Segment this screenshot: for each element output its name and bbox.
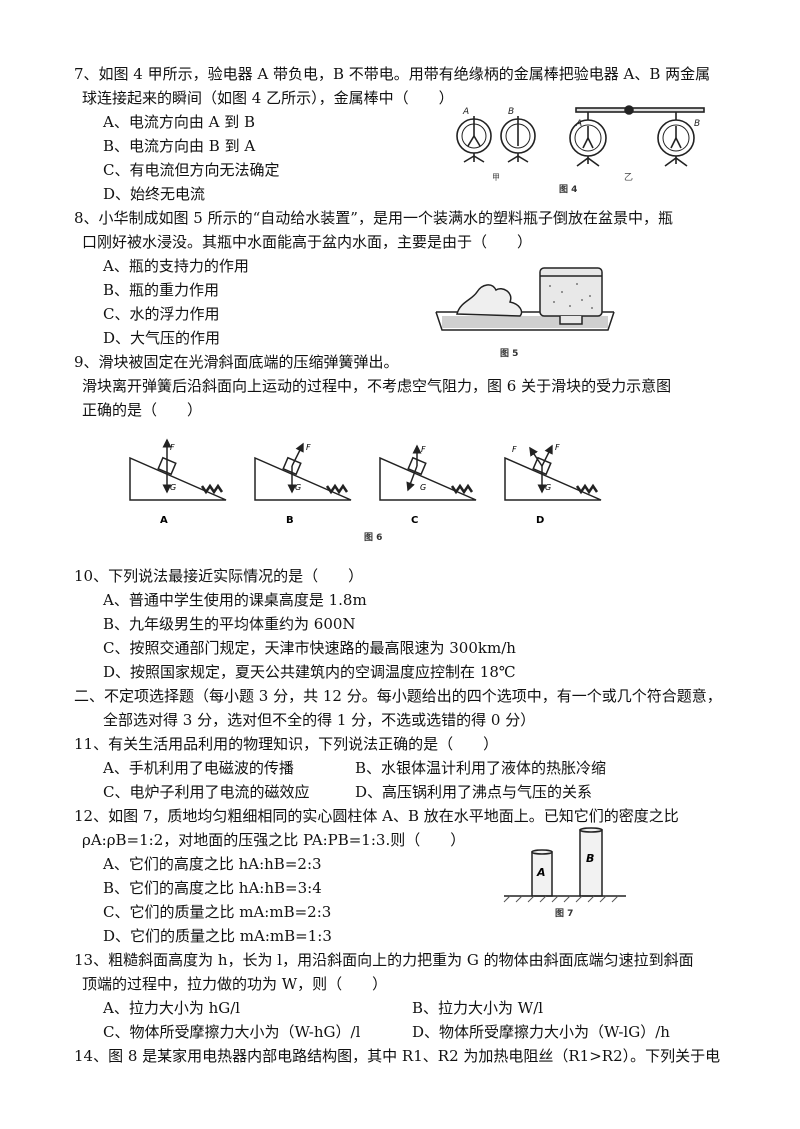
fig6-caption: 图 6 — [364, 532, 382, 543]
q7-option-d: D、始终无电流 — [103, 185, 206, 203]
q10-option-c: C、按照交通部门规定，天津市快速路的最高限速为 300km/h — [103, 639, 516, 657]
q11-stem: 11、有关生活用品利用的物理知识，下列说法正确的是（ ） — [74, 735, 499, 753]
q12-option-d: D、它们的质量之比 mA:mB=1:3 — [103, 927, 332, 945]
q11-option-c: C、电炉子利用了电流的磁效应 — [103, 783, 310, 801]
section2-heading-line1: 二、不定项选择题（每小题 3 分，共 12 分。每小题给出的四个选项中，有一个或… — [74, 687, 722, 705]
q12-stem-line2: ρA:ρB=1:2，对地面的压强之比 PA:PB=1:3.则（ ） — [82, 831, 466, 849]
fig6-label-d: D — [536, 515, 544, 526]
q8-option-b: B、瓶的重力作用 — [103, 281, 220, 299]
section2-heading-line2: 全部选对得 3 分，选对但不全的得 1 分，不选或选错的得 0 分） — [103, 711, 536, 729]
q8-option-d: D、大气压的作用 — [103, 329, 221, 347]
q13-stem-line1: 13、粗糙斜面高度为 h，长为 l，用沿斜面向上的力把重为 G 的物体由斜面底端… — [74, 951, 694, 969]
figure-7-cylinders: A B 图 7 — [503, 827, 626, 919]
fig4-label-jia: 甲 — [492, 173, 500, 182]
q10-option-b: B、九年级男生的平均体重约为 600N — [103, 615, 356, 633]
q13-option-a: A、拉力大小为 hG/l — [103, 999, 241, 1017]
q11-option-b: B、水银体温计利用了液体的热胀冷缩 — [355, 759, 607, 777]
q8-option-a: A、瓶的支持力的作用 — [103, 257, 249, 275]
q7-option-c: C、有电流但方向无法确定 — [103, 161, 280, 179]
fig4-label-b-yi: B — [694, 119, 700, 129]
q10-option-d: D、按照国家规定，夏天公共建筑内的空调温度应控制在 18℃ — [103, 663, 516, 681]
q13-stem-line2: 顶端的过程中，拉力做的功为 W，则（ ） — [82, 975, 388, 993]
fig6-a-g: G — [170, 483, 176, 492]
fig4-caption: 图 4 — [559, 184, 577, 195]
q10-stem: 10、下列说法最接近实际情况的是（ ） — [74, 567, 364, 585]
q7-stem-line1: 7、如图 4 甲所示，验电器 A 带负电，B 不带电。用带有绝缘柄的金属棒把验电… — [74, 65, 711, 83]
fig4-label-yi: 乙 — [624, 172, 633, 183]
fig4-label-a-yi: A — [575, 119, 582, 129]
q7-option-b: B、电流方向由 B 到 A — [103, 137, 256, 155]
fig6-c-f: F — [421, 445, 426, 454]
q13-option-c: C、物体所受摩擦力大小为（W-hG）/l — [103, 1023, 361, 1041]
q7-option-a: A、电流方向由 A 到 B — [103, 113, 255, 131]
fig4-label-b-jia: B — [508, 107, 514, 117]
fig6-d-g: G — [545, 483, 551, 492]
q8-stem-line1: 8、小华制成如图 5 所示的“自动给水装置”，是用一个装满水的塑料瓶子倒放在盆景… — [74, 209, 673, 227]
fig6-b-g: G — [295, 483, 301, 492]
q14-stem-line1: 14、图 8 是某家用电热器内部电路结构图，其中 R1、R2 为加热电阻丝（R1… — [74, 1047, 721, 1065]
fig6-label-a: A — [160, 515, 168, 526]
fig6-d-f1: F — [512, 445, 517, 454]
fig7-label-a: A — [536, 866, 546, 879]
fig4-label-a-jia: A — [462, 107, 469, 117]
q9-stem-line3: 正确的是（ ） — [82, 401, 203, 419]
q12-stem-line1: 12、如图 7，质地均匀粗细相同的实心圆柱体 A、B 放在水平地面上。已知它们的… — [74, 807, 679, 825]
q8-stem-line2: 口刚好被水浸没。其瓶中水面能高于盆内水面，主要是由于（ ） — [82, 233, 533, 251]
q9-stem-line1: 9、滑块被固定在光滑斜面底端的压缩弹簧弹出。 — [74, 353, 399, 371]
q13-option-b: B、拉力大小为 W/l — [412, 999, 544, 1017]
fig6-d-f2: F — [555, 443, 560, 452]
fig6-panel-c — [379, 444, 477, 501]
fig6-c-g: G — [420, 483, 426, 492]
q13-option-d: D、物体所受摩擦力大小为（W-lG）/h — [412, 1023, 670, 1041]
fig7-label-b: B — [586, 852, 594, 865]
q12-option-c: C、它们的质量之比 mA:mB=2:3 — [103, 903, 332, 921]
q7-stem-line2: 球连接起来的瞬间（如图 4 乙所示），金属棒中（ ） — [82, 89, 454, 107]
figure-6-incline-forces: F G F G F G F F G A B C D 图 6 — [129, 438, 602, 543]
q9-stem-line2: 滑块离开弹簧后沿斜面向上运动的过程中，不考虑空气阻力，图 6 关于滑块的受力示意… — [82, 377, 672, 395]
fig6-a-f: F — [170, 443, 175, 452]
figure-4-electroscopes: A B A B 甲 乙 图 4 — [456, 105, 705, 195]
figure-5-water-bottle: 图 5 — [435, 267, 615, 359]
fig6-panel-a — [129, 438, 227, 501]
q12-option-b: B、它们的高度之比 hA:hB=3:4 — [103, 879, 322, 897]
fig6-panel-b — [254, 442, 352, 501]
q10-option-a: A、普通中学生使用的课桌高度是 1.8m — [103, 591, 367, 609]
q11-option-a: A、手机利用了电磁波的传播 — [103, 759, 294, 777]
fig6-label-c: C — [411, 515, 418, 526]
q11-option-d: D、高压锅利用了沸点与气压的关系 — [355, 783, 593, 801]
fig6-panel-d — [504, 444, 602, 501]
q12-option-a: A、它们的高度之比 hA:hB=2:3 — [103, 855, 322, 873]
fig7-caption: 图 7 — [555, 908, 573, 919]
q8-option-c: C、水的浮力作用 — [103, 305, 220, 323]
fig6-b-f: F — [306, 443, 311, 452]
fig5-caption: 图 5 — [500, 348, 518, 359]
fig6-label-b: B — [286, 515, 294, 526]
